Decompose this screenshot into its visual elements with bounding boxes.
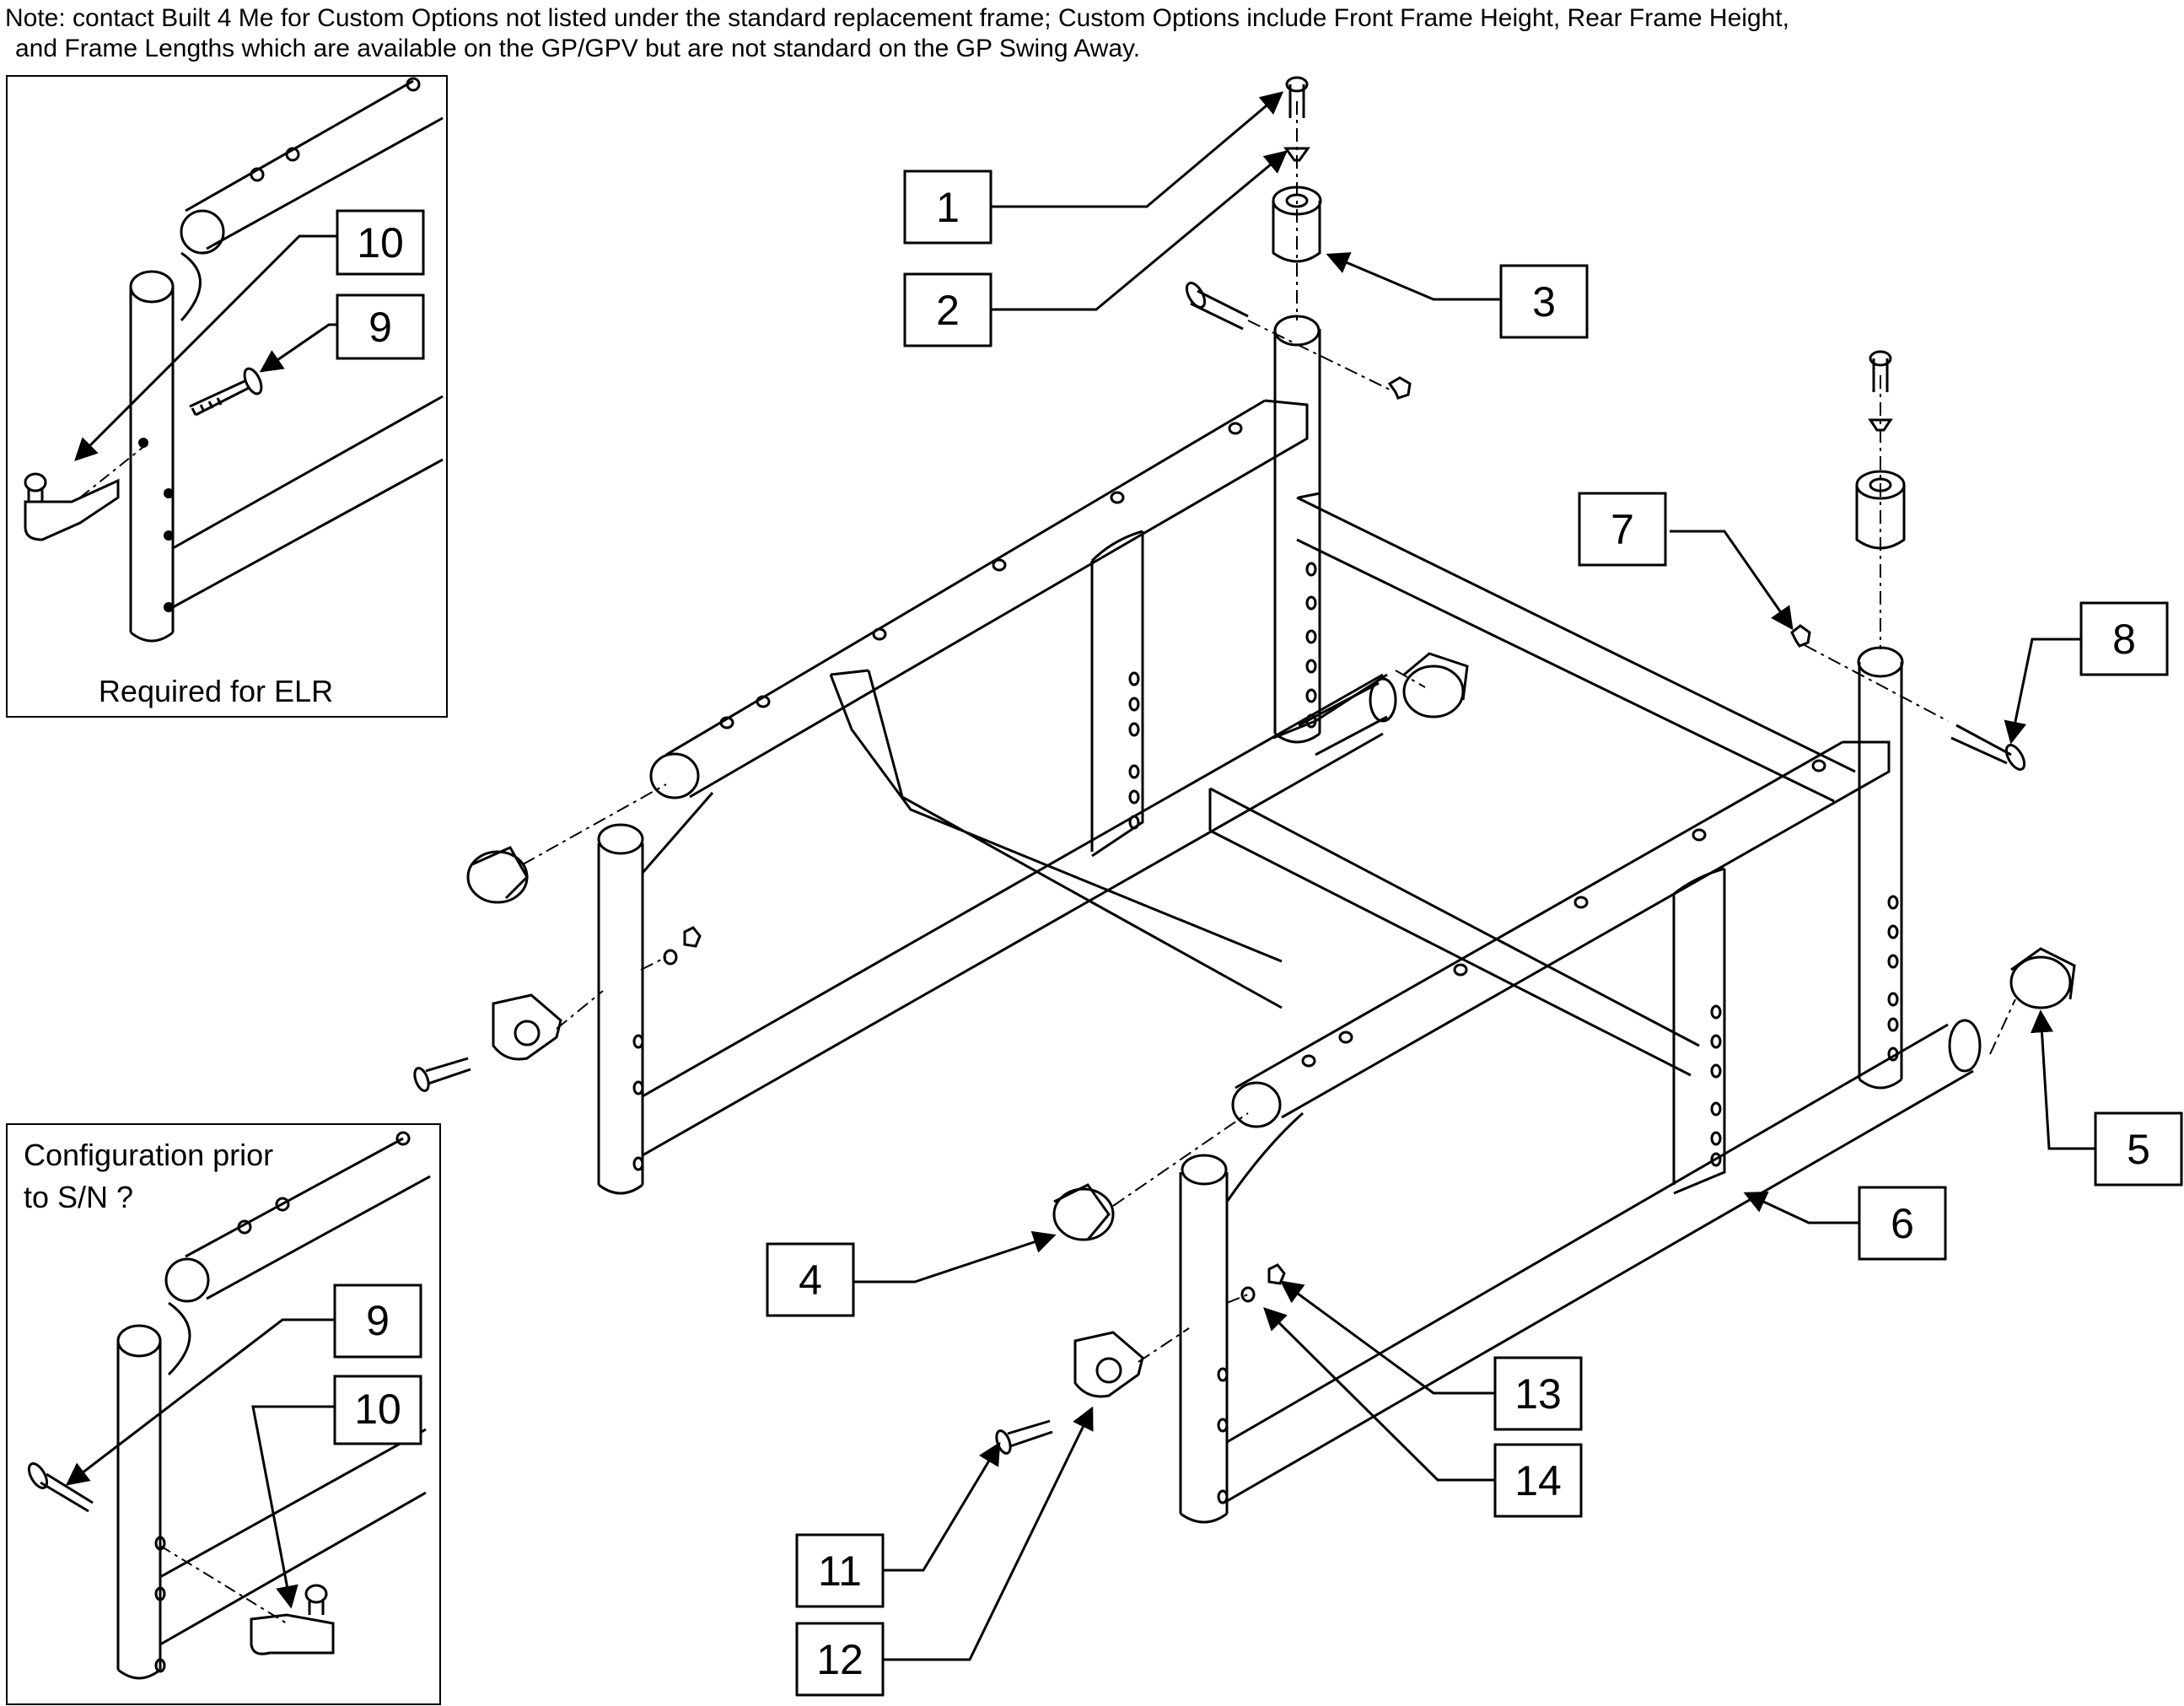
main-frame-drawing	[413, 76, 2076, 1524]
inset-bottom-configuration-prior: Configuration prior to S/N ? 9	[6, 1123, 441, 1705]
callout-leaders	[853, 91, 2095, 1661]
callout-14: 14	[1514, 1457, 1562, 1504]
callout-4: 4	[799, 1257, 822, 1304]
callout-3: 3	[1532, 278, 1556, 326]
callout-5: 5	[2127, 1126, 2150, 1173]
callout-7: 7	[1611, 506, 1634, 553]
inset-bottom-caption-line-1: Configuration prior	[24, 1138, 273, 1172]
inset-top-callout-9: 9	[368, 304, 392, 351]
callout-12: 12	[816, 1636, 863, 1683]
assembly-centerlines	[522, 101, 2016, 1363]
callout-2: 2	[936, 287, 960, 334]
inset-top-caption: Required for ELR	[99, 674, 333, 708]
callout-11: 11	[818, 1547, 862, 1595]
callout-6: 6	[1891, 1200, 1914, 1247]
inset-top-required-for-elr: 10 9 Required for ELR	[6, 75, 448, 718]
callout-13: 13	[1514, 1370, 1562, 1418]
inset-bottom-callout-10: 10	[354, 1386, 401, 1433]
callout-1: 1	[936, 184, 960, 231]
inset-top-callout-10: 10	[357, 219, 404, 266]
note-text: Note: contact Built 4 Me for Custom Opti…	[5, 3, 2164, 64]
note-line-1: Note: contact Built 4 Me for Custom Opti…	[5, 4, 1789, 32]
frame-holes	[632, 422, 1899, 1504]
callout-boxes: 1 2 3 4 5 6 7 8 11 12 13 14	[766, 170, 2183, 1697]
inset-bottom-caption-line-2: to S/N ?	[24, 1180, 133, 1214]
inset-bottom-callout-9: 9	[366, 1297, 390, 1344]
note-line-2: and Frame Lengths which are available on…	[15, 35, 1141, 62]
callout-8: 8	[2112, 616, 2136, 663]
